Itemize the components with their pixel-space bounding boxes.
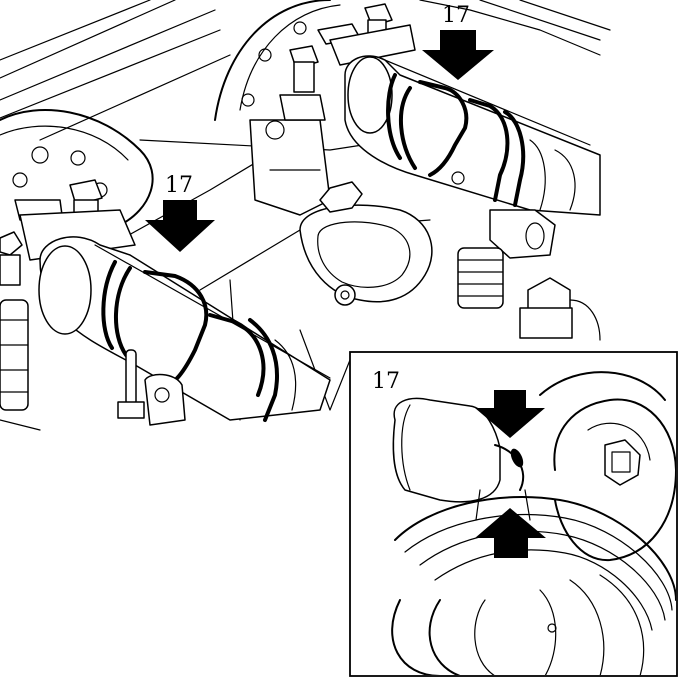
cylinder-head-illustration <box>0 0 611 431</box>
callout-front-cam: 17 <box>165 173 193 198</box>
callout-rear-cam: 17 <box>442 3 470 28</box>
arrow-down-icon <box>422 30 494 80</box>
timing-mark-detail-inset: 17 <box>349 351 678 677</box>
arrow-down-icon <box>475 390 545 438</box>
callout-inset: 17 <box>372 369 400 394</box>
arrow-up-icon <box>475 508 546 558</box>
arrow-down-icon <box>145 200 215 252</box>
